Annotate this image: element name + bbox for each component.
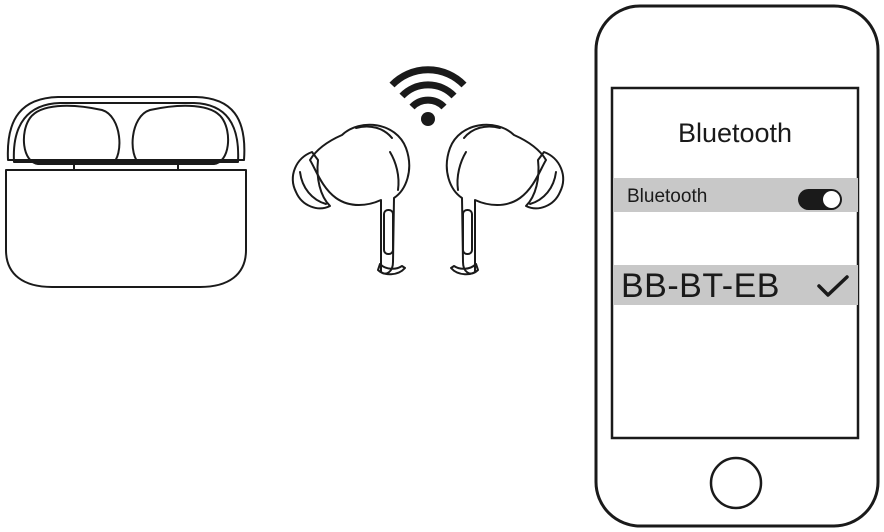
left-eartip: [291, 151, 331, 210]
device-name: BB-BT-EB: [621, 267, 780, 305]
bluetooth-setting-row[interactable]: Bluetooth: [613, 178, 858, 212]
right-eartip: [525, 151, 565, 210]
bluetooth-toggle[interactable]: [798, 189, 842, 210]
charging-case: [5, 96, 247, 288]
screen-title: Bluetooth: [677, 118, 793, 148]
right-earbud: [445, 123, 565, 276]
toggle-knob: [823, 191, 840, 208]
left-earbud: [291, 123, 411, 276]
case-left-slot: [22, 104, 121, 165]
home-button: [709, 456, 763, 510]
checkmark-icon: [817, 275, 849, 297]
phone-screen: [610, 86, 860, 440]
case-right-slot: [131, 104, 230, 165]
wifi-signal-icon: [389, 66, 467, 126]
bluetooth-setting-label: Bluetooth: [627, 186, 708, 207]
device-list-item[interactable]: BB-BT-EB: [613, 265, 858, 305]
